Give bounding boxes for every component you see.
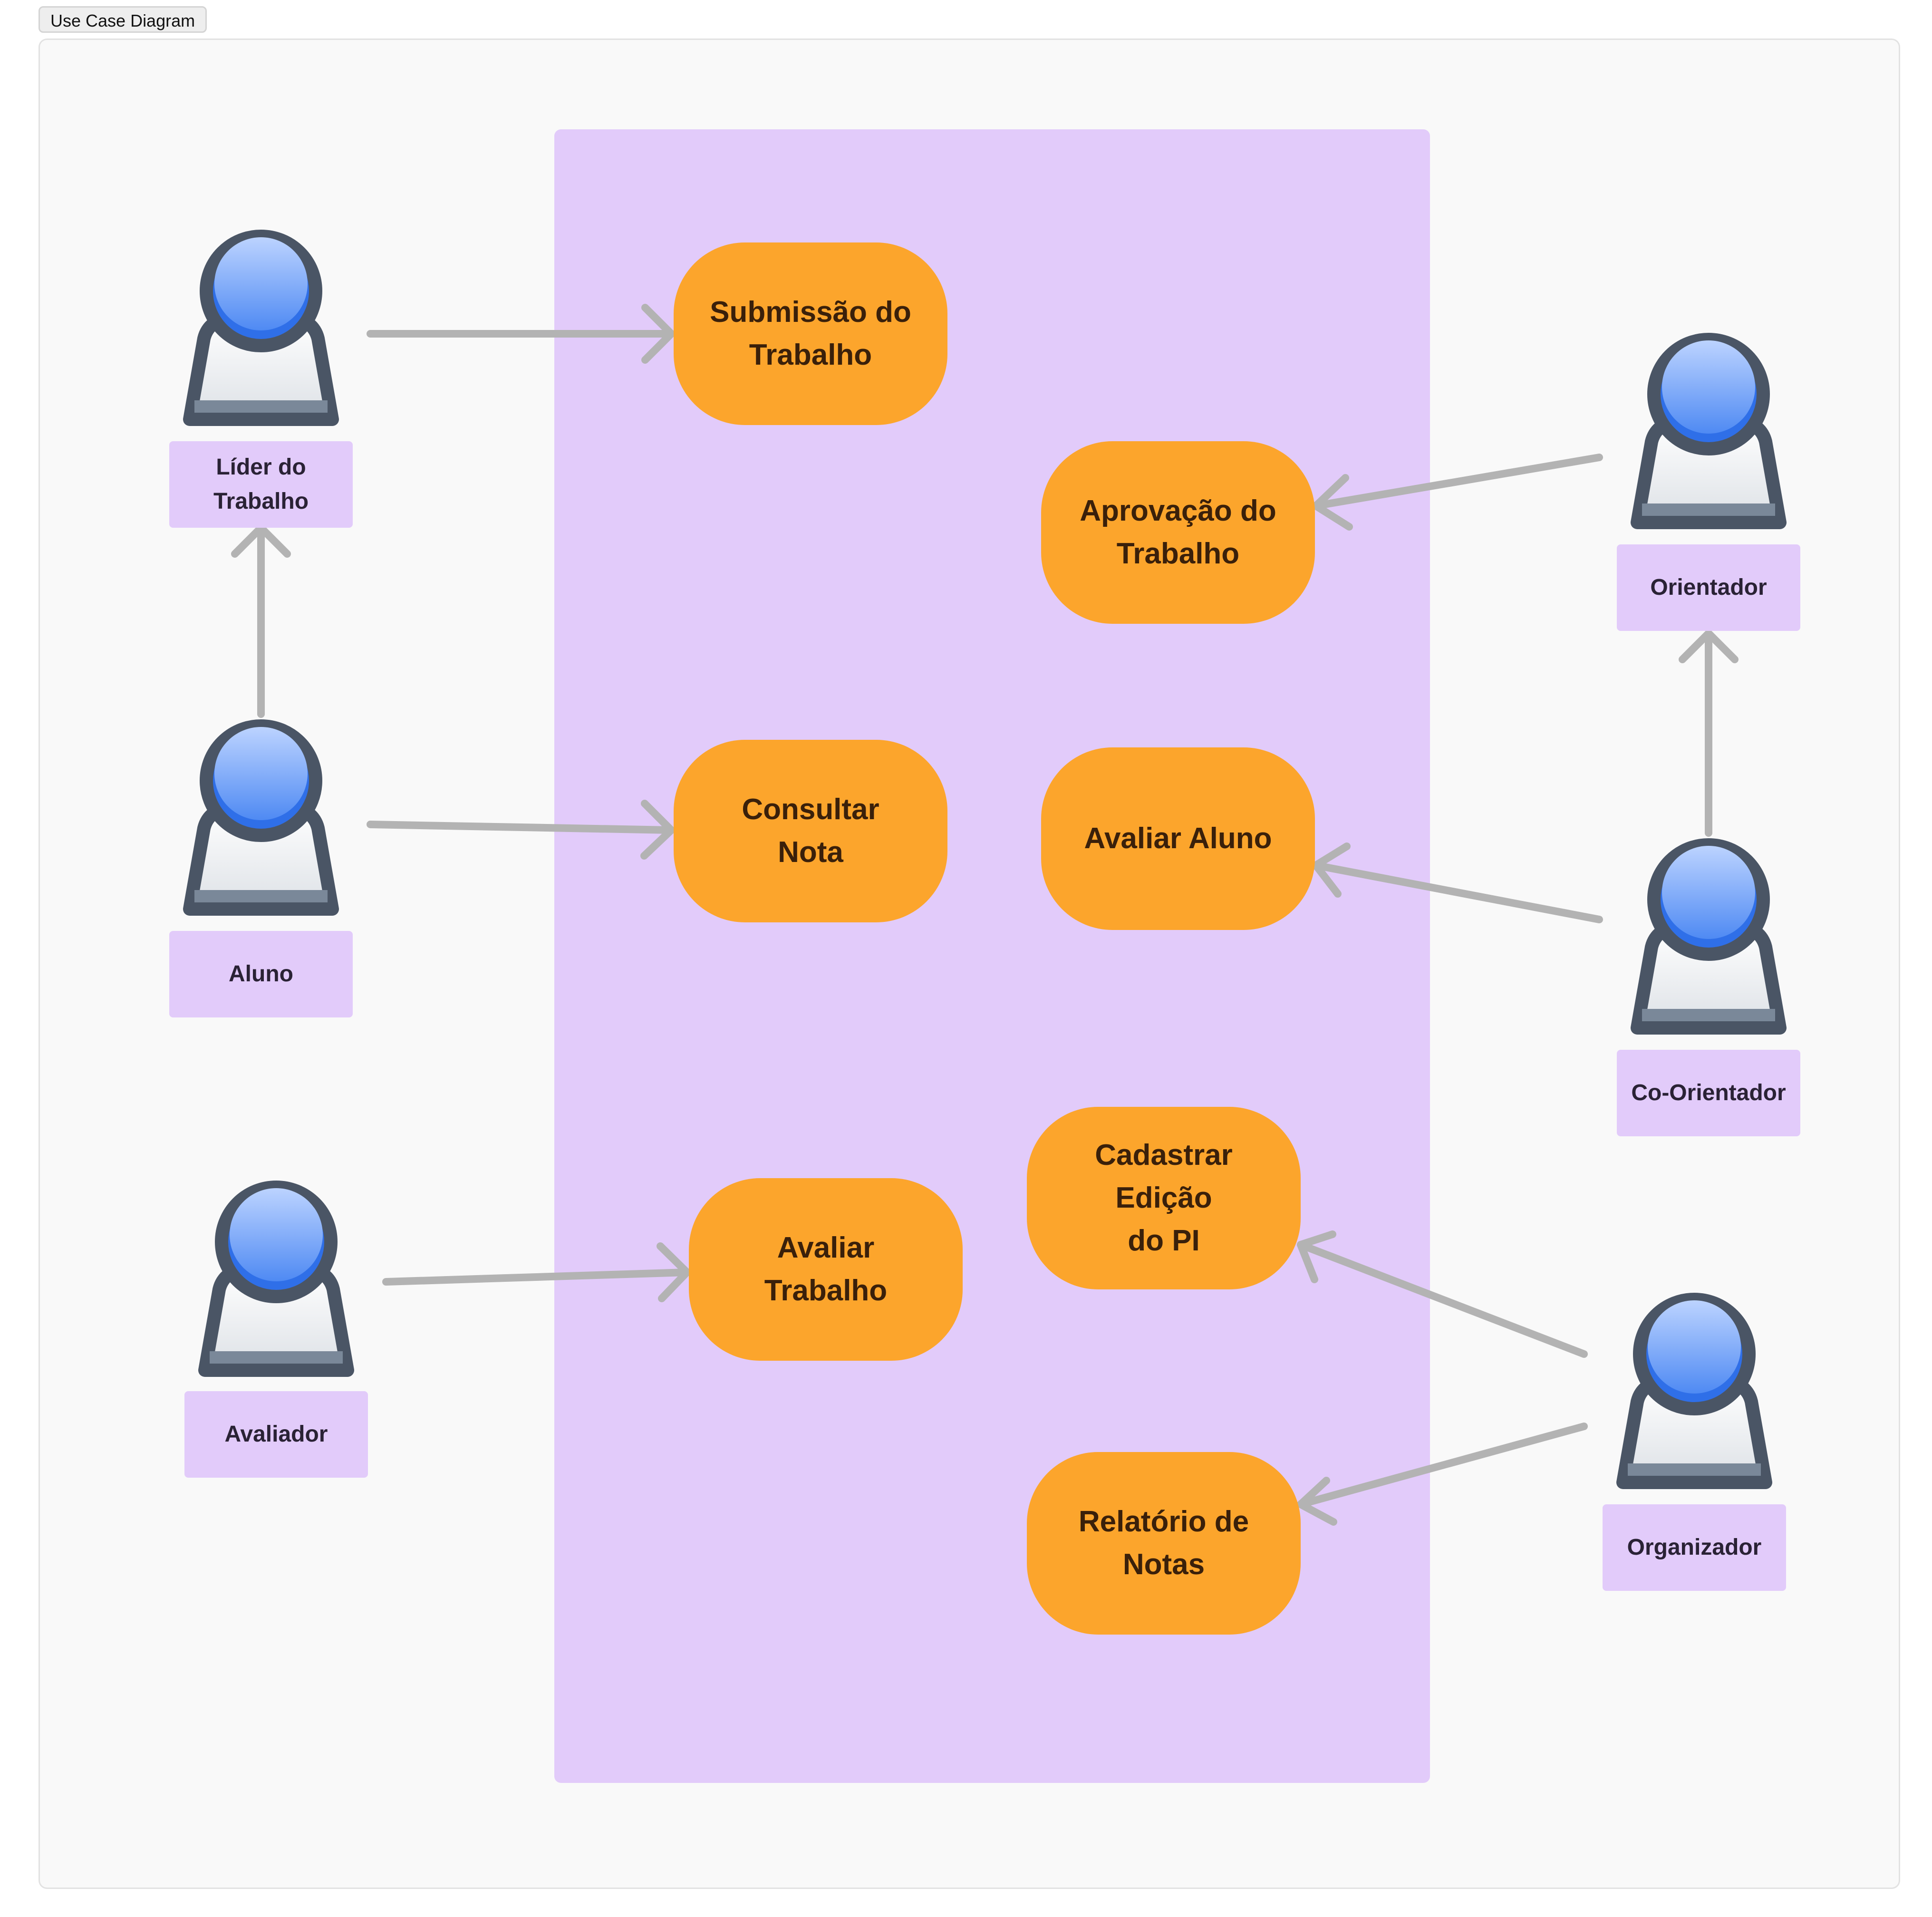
actor-co-orientador-icon: [1637, 845, 1780, 1028]
use-case-submissao[interactable]: Submissão do Trabalho: [674, 242, 947, 425]
arrow-organizador-relatorio: [1297, 1423, 1588, 1508]
connectors: [231, 304, 1739, 1526]
arrow-orientador-aprovacao: [1312, 454, 1603, 510]
actor-label-avaliador[interactable]: Avaliador: [184, 1391, 368, 1478]
use-case-cadastrar-edicao[interactable]: Cadastrar Edição do PI: [1027, 1107, 1301, 1289]
arrow-organizador-cadastrar: [1297, 1241, 1588, 1358]
actor-organizador-icon: [1623, 1299, 1766, 1482]
use-case-aprovacao[interactable]: Aprovação do Trabalho: [1041, 441, 1315, 624]
arrow-aluno-consultar: [367, 821, 675, 834]
actor-label-lider[interactable]: Líder do Trabalho: [169, 441, 353, 528]
actor-label-co-orientador[interactable]: Co-Orientador: [1617, 1050, 1800, 1136]
actor-avaliador-icon: [205, 1187, 348, 1370]
arrow-avaliador-avaliar-trabalho: [382, 1268, 691, 1286]
use-case-relatorio-notas[interactable]: Relatório de Notas: [1027, 1452, 1301, 1635]
actor-lider-icon: [190, 236, 332, 419]
use-case-consultar-nota[interactable]: Consultar Nota: [674, 740, 947, 922]
actor-orientador-icon: [1637, 339, 1780, 523]
actor-label-organizador[interactable]: Organizador: [1603, 1504, 1786, 1591]
actor-label-aluno[interactable]: Aluno: [169, 931, 353, 1017]
arrow-co-orientador-avaliar-aluno: [1312, 862, 1603, 923]
actor-label-orientador[interactable]: Orientador: [1617, 544, 1800, 631]
use-case-avaliar-trabalho[interactable]: Avaliar Trabalho: [689, 1178, 963, 1361]
diagram-tab[interactable]: Use Case Diagram: [39, 6, 207, 33]
use-case-avaliar-aluno[interactable]: Avaliar Aluno: [1041, 747, 1315, 930]
actor-aluno-icon: [190, 726, 332, 909]
